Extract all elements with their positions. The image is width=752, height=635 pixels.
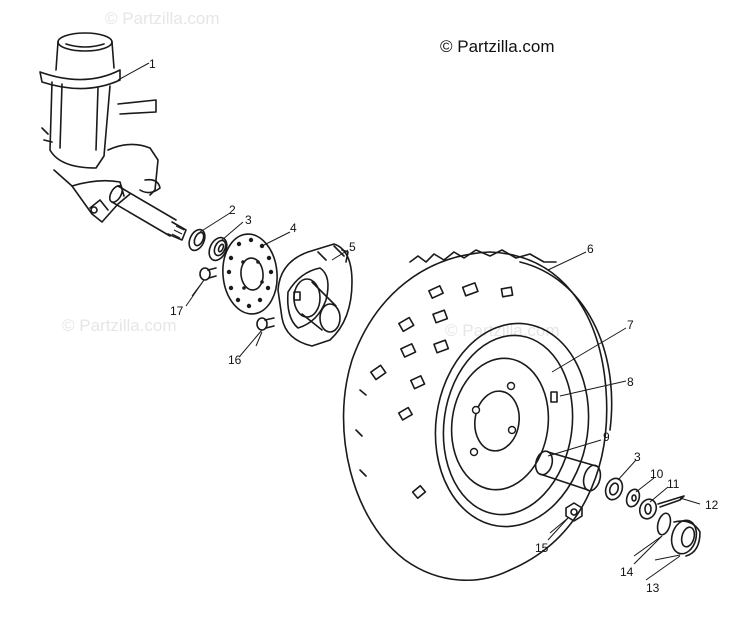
part-castle-nut [638, 498, 658, 520]
part-o-ring [656, 512, 672, 536]
part-brake-disc [222, 233, 278, 315]
callout-2: 2 [229, 203, 236, 217]
callout-1: 1 [149, 57, 156, 71]
leader-lines [117, 62, 701, 561]
part-bolt-disc [199, 267, 217, 281]
callout-4: 4 [290, 221, 297, 235]
part-strut-knuckle [39, 32, 187, 241]
callout-16: 16 [228, 353, 242, 367]
part-bolt-hub [256, 317, 275, 331]
watermark-center: © Partzilla.com [445, 321, 560, 340]
part-valve-stem [550, 391, 558, 403]
copyright-label: © Partzilla.com [440, 37, 555, 56]
callout-8: 8 [627, 375, 634, 389]
watermark-left: © Partzilla.com [62, 316, 177, 335]
part-axle-spacer [534, 450, 602, 492]
callout-11: 11 [667, 477, 680, 491]
part-cotter-pin [657, 495, 685, 508]
part-wheel-rim [434, 322, 590, 528]
part-bearing-outer [604, 477, 624, 501]
callout-3-inner: 3 [245, 213, 252, 227]
callout-10: 10 [650, 467, 664, 481]
part-seal-inner [208, 236, 228, 262]
part-tire [342, 249, 613, 582]
callout-5: 5 [349, 240, 356, 254]
callout-7: 7 [627, 318, 634, 332]
part-bearing-inner [188, 228, 206, 252]
part-lug-nut [565, 502, 583, 522]
callout-9: 9 [603, 430, 610, 444]
callout-13: 13 [646, 581, 660, 595]
callout-3-outer: 3 [634, 450, 641, 464]
part-washer [625, 488, 641, 508]
callout-6: 6 [587, 242, 594, 256]
callout-15: 15 [535, 541, 549, 555]
watermark-top: © Partzilla.com [105, 9, 220, 28]
callout-17: 17 [170, 304, 184, 318]
part-wheel-hub [277, 243, 353, 347]
callout-12: 12 [705, 498, 719, 512]
part-hub-cap [670, 519, 701, 557]
callout-14: 14 [620, 565, 634, 579]
